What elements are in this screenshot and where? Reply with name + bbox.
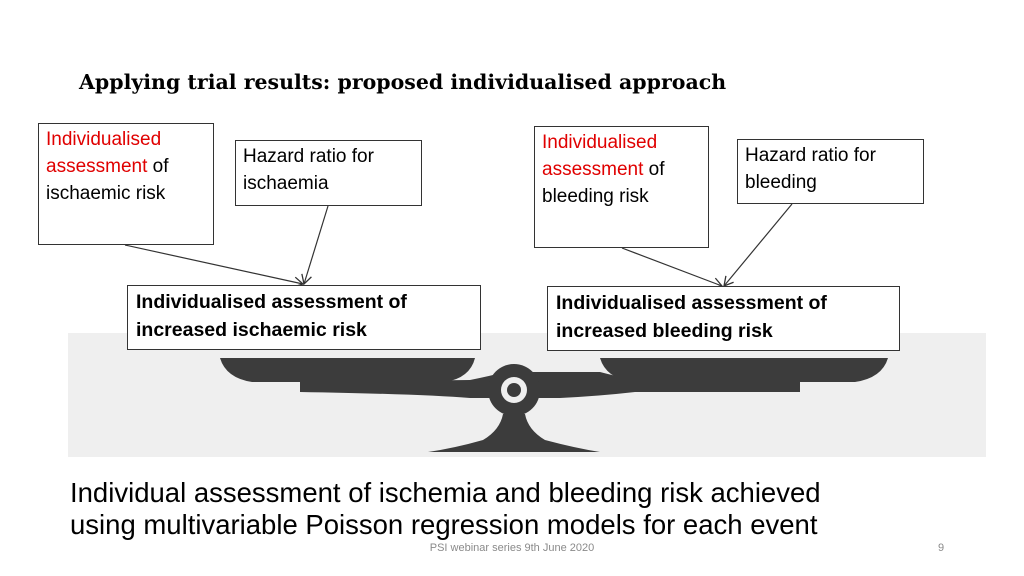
box-ischaemic-line1: Individualised xyxy=(46,129,162,150)
arrow-bleeding-assessment xyxy=(621,247,724,289)
box-hazard-bleeding-line2: bleeding xyxy=(745,172,817,193)
slide-title: Applying trial results: proposed individ… xyxy=(79,70,727,94)
box-bleeding-line2: assessment of xyxy=(542,156,701,183)
box-ischaemic-line2: assessment of xyxy=(46,153,206,180)
scale-graphic xyxy=(220,358,888,452)
box-hazard-bleeding-line1: Hazard ratio for xyxy=(745,145,876,166)
box-bleeding-line2-red: assessment xyxy=(542,159,644,180)
box-bleeding-line1: Individualised xyxy=(542,132,658,153)
arrow-ischaemic-assessment xyxy=(124,244,305,288)
box-hazard-ischaemia-line1: Hazard ratio for xyxy=(243,146,374,167)
box-bleeding-line2-rest: of xyxy=(643,159,665,180)
caption-line2: using multivariable Poisson regression m… xyxy=(70,509,818,540)
box-ischaemic-assessment: Individualised assessment of ischaemic r… xyxy=(38,123,214,245)
box-hazard-bleeding: Hazard ratio for bleeding xyxy=(737,139,924,204)
arrow-hazard-bleeding xyxy=(723,203,793,288)
slide-caption: Individual assessment of ischemia and bl… xyxy=(70,477,821,541)
arrow-hazard-ischaemia xyxy=(301,205,329,286)
box-ischaemic-line2-rest: of xyxy=(147,156,169,177)
box-bleeding-assessment: Individualised assessment of bleeding ri… xyxy=(534,126,709,248)
box-hazard-ischaemia-line2: ischaemia xyxy=(243,173,329,194)
box-result-ischaemic: Individualised assessment of increased i… xyxy=(127,285,481,350)
box-result-ischaemic-line1: Individualised assessment of xyxy=(136,291,407,313)
caption-line1: Individual assessment of ischemia and bl… xyxy=(70,477,821,508)
page-number: 9 xyxy=(938,542,945,554)
box-ischaemic-line3: ischaemic risk xyxy=(46,183,166,204)
slide-footer: PSI webinar series 9th June 2020 xyxy=(429,542,595,554)
box-result-ischaemic-line2: increased ischaemic risk xyxy=(136,319,367,341)
box-bleeding-line3: bleeding risk xyxy=(542,186,649,207)
box-result-bleeding: Individualised assessment of increased b… xyxy=(547,286,900,351)
box-result-bleeding-line2: increased bleeding risk xyxy=(556,320,773,342)
box-hazard-ischaemia: Hazard ratio for ischaemia xyxy=(235,140,422,206)
box-result-bleeding-line1: Individualised assessment of xyxy=(556,292,827,314)
box-ischaemic-line2-red: assessment xyxy=(46,156,148,177)
